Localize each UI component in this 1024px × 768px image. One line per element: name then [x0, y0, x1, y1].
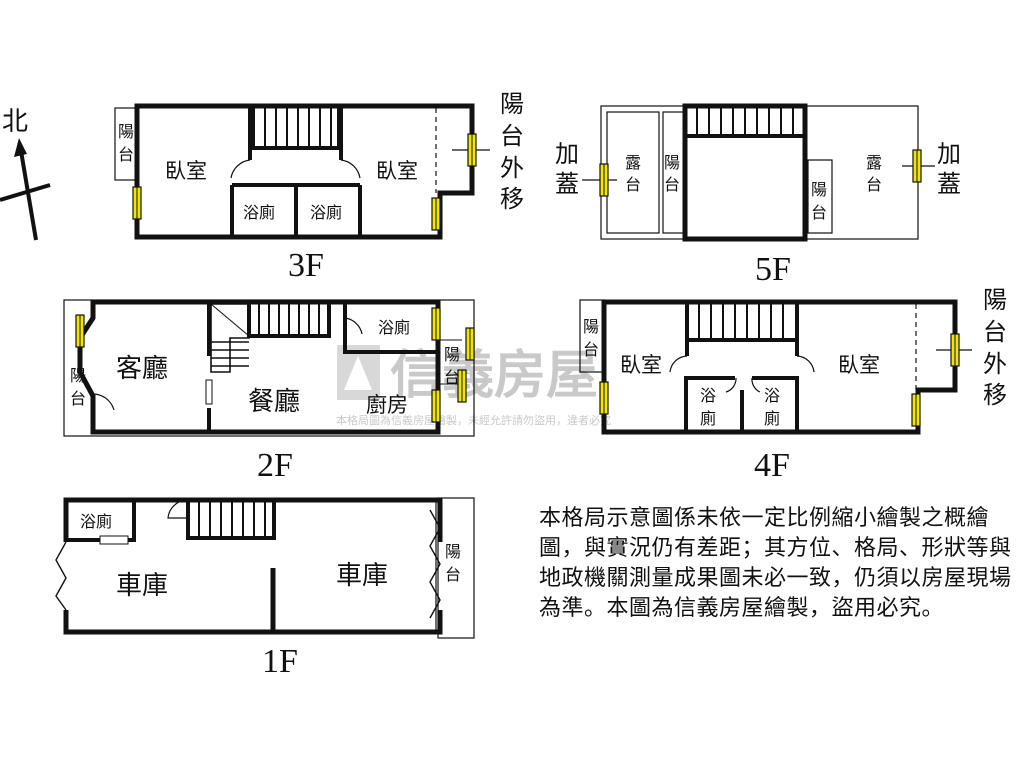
room-label: 台	[625, 175, 641, 194]
floor-label-1f: 1F	[262, 643, 298, 680]
disclaimer-text: 本格局示意圖係未依一定比例縮小繪製之概繪圖，與實況仍有差距；其方位、格局、形狀等…	[539, 506, 1012, 621]
room-label: 陽	[70, 366, 86, 385]
callout-label: 台	[500, 122, 524, 150]
room-label: 浴廁	[80, 512, 112, 531]
room-label: 客廳	[116, 354, 168, 384]
callout-label: 外	[500, 154, 524, 182]
room-label: 陽	[445, 542, 461, 561]
room-label: 浴廁	[243, 203, 275, 222]
floor-2f	[63, 299, 475, 437]
room-label: 台	[664, 175, 680, 194]
room-label: 浴	[700, 386, 716, 405]
room-label: 陽	[664, 153, 680, 172]
floor-label-5f: 5F	[755, 251, 791, 288]
room-label: 台	[445, 565, 461, 584]
callout-label: 移	[500, 185, 524, 213]
watermark: 信義房屋 本格局圖為信義房屋繪製，未經允許請勿盜用，違者必究	[336, 345, 611, 427]
callout-label: 台	[983, 318, 1007, 346]
room-label: 陽	[444, 345, 460, 364]
room-label: 臥室	[165, 159, 207, 183]
floor-3f	[114, 103, 490, 240]
callout-label: 外	[983, 350, 1007, 378]
room-label: 車庫	[116, 571, 168, 601]
callout-label: 蓋	[937, 170, 961, 198]
callout-label: 蓋	[555, 170, 579, 198]
room-label: 臥室	[838, 353, 880, 377]
room-label: 陽	[583, 317, 599, 336]
north-arrow-icon	[0, 138, 51, 241]
room-label: 廚房	[366, 393, 408, 417]
room-label: 陽	[811, 180, 827, 199]
north-label: 北	[2, 107, 28, 137]
callout-label: 加	[555, 140, 579, 168]
watermark-brand: 信義房屋	[390, 346, 598, 406]
room-label: 浴廁	[310, 203, 342, 222]
callout-label: 陽	[500, 90, 524, 118]
floor-label-4f: 4F	[754, 447, 790, 484]
floor-5f	[582, 103, 935, 242]
room-label: 台	[583, 340, 599, 359]
room-label: 台	[70, 389, 86, 408]
floor-label-3f: 3F	[288, 247, 324, 284]
room-label: 臥室	[620, 353, 662, 377]
callout-label: 陽	[983, 286, 1007, 314]
room-label: 車庫	[336, 561, 388, 591]
room-label: 台	[118, 145, 134, 164]
floor-label-2f: 2F	[257, 447, 293, 484]
room-label: 露	[866, 153, 882, 172]
room-label: 浴廁	[378, 318, 410, 337]
room-label: 露	[625, 153, 641, 172]
floor-1f	[55, 497, 475, 639]
room-label: 廁	[764, 409, 780, 428]
room-label: 浴	[764, 386, 780, 405]
callout-label: 移	[983, 381, 1007, 409]
room-label: 廁	[700, 409, 716, 428]
room-label: 陽	[118, 122, 134, 141]
room-label: 台	[811, 203, 827, 222]
room-label: 臥室	[376, 159, 418, 183]
room-label: 台	[866, 175, 882, 194]
floor-4f	[579, 299, 972, 435]
callout-label: 加	[937, 140, 961, 168]
room-label: 餐廳	[248, 387, 300, 417]
room-label: 台	[444, 368, 460, 387]
